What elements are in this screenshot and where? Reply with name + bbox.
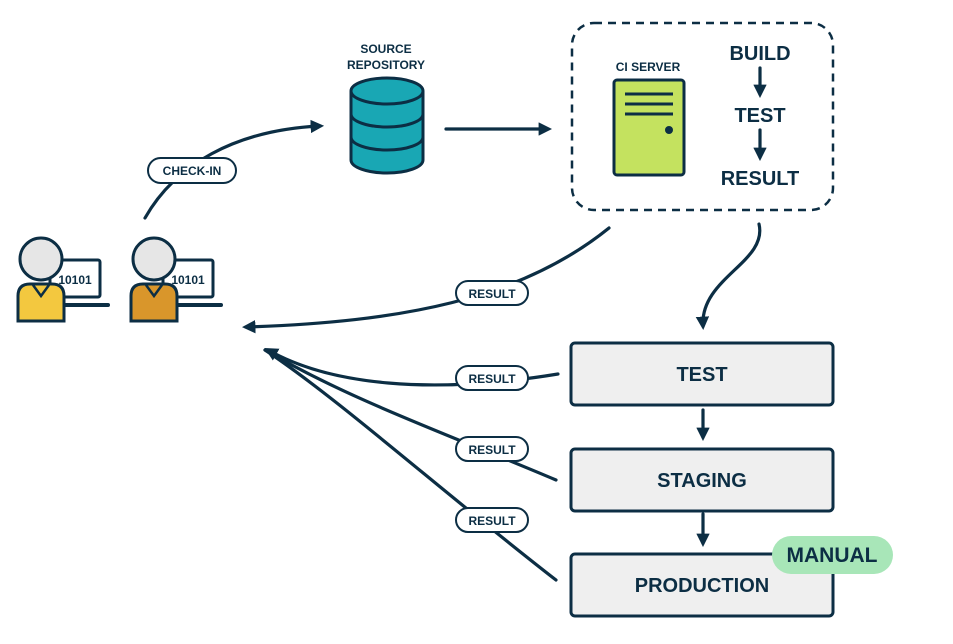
collar bbox=[144, 284, 164, 299]
result-label: RESULT bbox=[468, 287, 516, 301]
stage-test: TEST bbox=[569, 341, 835, 407]
ci-step-test: TEST bbox=[734, 105, 785, 127]
ci-server-label: CI SERVER bbox=[616, 60, 681, 74]
result-label: RESULT bbox=[468, 372, 516, 386]
check-in-label: CHECK-IN bbox=[163, 164, 222, 178]
developer-1: 10101 bbox=[16, 236, 110, 323]
result-pill-ci: RESULT bbox=[455, 280, 529, 306]
ci-server-group: CI SERVER BUILD TEST RESULT bbox=[570, 21, 835, 212]
stage-production-label: PRODUCTION bbox=[635, 575, 769, 597]
ci-step-result: RESULT bbox=[721, 168, 800, 190]
screen-code-text: 10101 bbox=[58, 273, 92, 287]
database-icon bbox=[349, 76, 425, 175]
collar bbox=[31, 284, 51, 299]
result-pill-staging: RESULT bbox=[455, 436, 529, 462]
developer-body bbox=[16, 282, 66, 323]
result-pill-production: RESULT bbox=[455, 507, 529, 533]
check-in-arrow bbox=[143, 119, 325, 220]
screen-code-text: 10101 bbox=[171, 273, 205, 287]
developer-body bbox=[129, 282, 179, 323]
production-result-line bbox=[263, 348, 558, 582]
manual-badge-label: MANUAL bbox=[787, 544, 878, 567]
ci-result-arrow bbox=[241, 226, 611, 334]
check-in-pill: CHECK-IN bbox=[147, 157, 237, 184]
developer-head bbox=[18, 236, 64, 282]
stage-test-label: TEST bbox=[676, 364, 727, 386]
developer-head bbox=[131, 236, 177, 282]
source-repository-label-line2: REPOSITORY bbox=[347, 58, 425, 72]
stage-staging: STAGING bbox=[569, 447, 835, 513]
stage-staging-label: STAGING bbox=[657, 470, 747, 492]
result-label: RESULT bbox=[468, 443, 516, 457]
manual-badge: MANUAL bbox=[772, 536, 893, 574]
ci-step-build: BUILD bbox=[729, 43, 790, 65]
stage-production: PRODUCTION bbox=[569, 552, 835, 618]
server-icon bbox=[612, 78, 686, 177]
ci-server-dashed-border bbox=[570, 21, 835, 212]
result-pill-test: RESULT bbox=[455, 365, 529, 391]
source-repository: SOURCE REPOSITORY bbox=[347, 42, 425, 175]
staging-result-line bbox=[263, 348, 558, 482]
source-repository-label-line1: SOURCE bbox=[360, 42, 411, 56]
ci-to-test-arrow bbox=[695, 222, 762, 331]
developer-2: 10101 bbox=[129, 236, 223, 323]
result-label: RESULT bbox=[468, 514, 516, 528]
